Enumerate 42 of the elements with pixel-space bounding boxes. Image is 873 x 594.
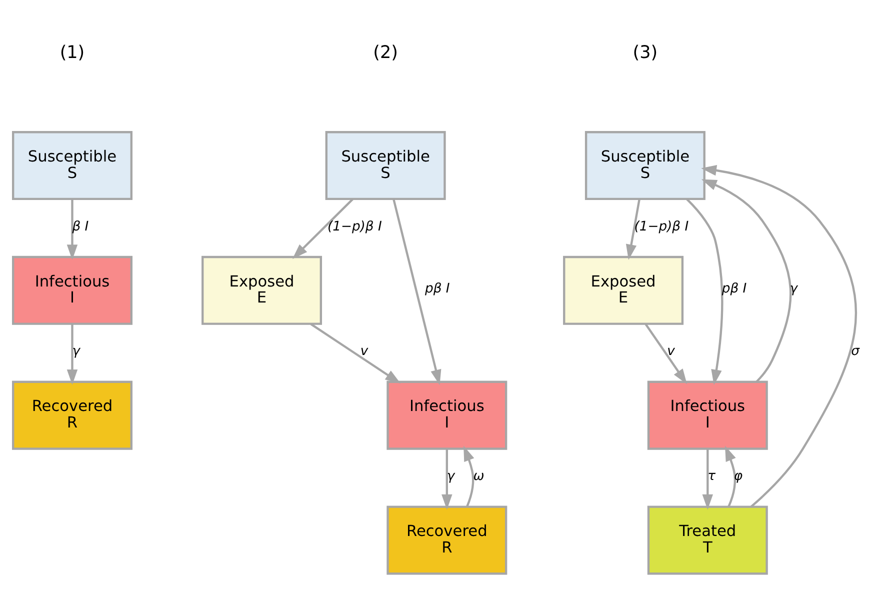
arrow [464, 446, 474, 507]
arrow [310, 323, 401, 384]
arrow [442, 448, 452, 510]
node-box: Infectious I [12, 256, 132, 325]
edge-label: σ [851, 344, 860, 360]
edge-label: pβ I [722, 282, 747, 297]
edge-label: ω [473, 469, 484, 484]
node-box: Exposed E [202, 256, 322, 325]
edge-label: v [667, 344, 675, 360]
edge-label: γ [72, 344, 80, 360]
node-box: Susceptible S [325, 131, 446, 200]
arrow [66, 199, 78, 260]
arrow [702, 448, 714, 510]
arrow [701, 165, 858, 508]
node-box: Infectious I [386, 380, 508, 450]
edge-label: τ [708, 469, 716, 484]
node-box: Infectious I [647, 380, 768, 450]
node-box: Susceptible S [12, 131, 132, 200]
arrow [392, 198, 442, 386]
node-box: Susceptible S [584, 131, 706, 200]
edge-label: γ [446, 469, 455, 484]
edge-label: φ [734, 469, 743, 484]
label: (1) [60, 42, 85, 63]
arrow [725, 446, 736, 508]
node-box: Exposed E [563, 256, 684, 325]
label: (3) [632, 42, 658, 63]
arrow [66, 324, 78, 385]
arrow [701, 179, 792, 383]
label: (2) [373, 42, 398, 63]
edge-label: v [360, 344, 368, 360]
node-box: Treated T [647, 506, 768, 575]
node-box: Recovered R [12, 380, 132, 450]
arrow [686, 198, 724, 386]
arrow [626, 199, 640, 260]
arrow [644, 323, 688, 384]
edge-label: (1−p)β I [634, 219, 689, 234]
edge-label: pβ I [424, 282, 450, 297]
node-box: Recovered R [386, 506, 508, 575]
edge-label: (1−p)β I [327, 219, 382, 234]
arrow [292, 198, 354, 259]
edge-label: γ [790, 282, 798, 297]
edge-label: β I [72, 219, 89, 234]
